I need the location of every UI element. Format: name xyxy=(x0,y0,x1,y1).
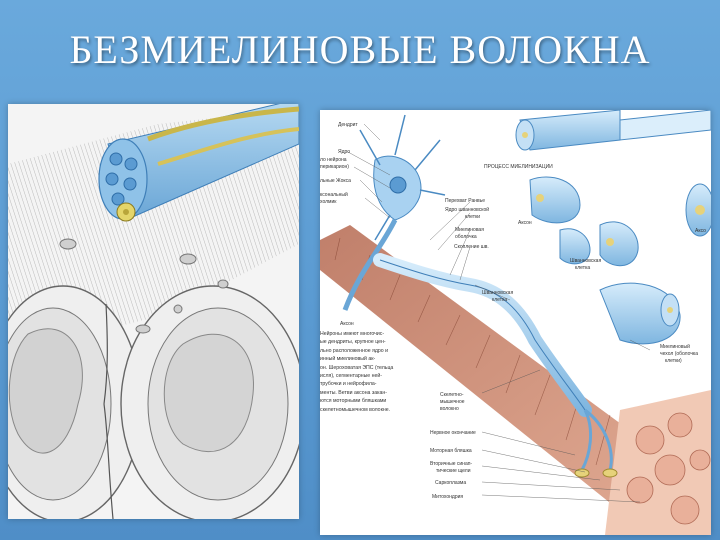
label-motor-plate: Моторная бляшка xyxy=(430,448,472,454)
label-skeletal-2: мышечное xyxy=(440,399,465,405)
label-myelin-cone-2: чехол (оболочка xyxy=(660,351,698,357)
paragraph-line: он. Шероховатая ЭПС (тельца xyxy=(320,364,394,371)
paragraph-line: трубочки и нейрофила- xyxy=(320,381,377,388)
label-schwann-cell-1: Шванновская xyxy=(570,258,601,264)
paragraph-line: менты. Ветви аксона закан- xyxy=(320,389,388,396)
label-myelin-cone-3: клетки) xyxy=(665,358,682,364)
label-sarcoplasm: Саркоплазма xyxy=(435,480,466,486)
slide-title: БЕЗМИЕЛИНОВЫЕ ВОЛОКНА xyxy=(69,27,651,72)
paragraph-line: льно расположенное ядро и xyxy=(320,347,389,354)
paragraph-line: ые дендриты, крупное цен- xyxy=(320,339,386,346)
paragraph-line: Нейроны имеют многочис- xyxy=(320,331,385,337)
label-schwann-cell-3: Шванновская xyxy=(482,290,513,296)
label-neuron-body-1: ло нейрона xyxy=(320,156,347,163)
unmyelinated-fiber-illustration xyxy=(8,104,299,519)
label-axon-hillock-1: ксональный xyxy=(320,191,348,198)
label-axon-mid: Аксон xyxy=(518,220,532,226)
label-nerve-ending: Нервное окончание xyxy=(430,430,476,436)
neuron-myelination-figure: Дендрит Ядро ло нейрона перикарион) льны… xyxy=(320,110,711,535)
label-mitochondria: Митохондрия xyxy=(432,494,463,500)
label-skeletal-1: Скелетно- xyxy=(440,392,464,398)
label-synaptic-2: тические щели xyxy=(436,468,471,474)
label-myelination-process: ПРОЦЕСС МИЕЛИНИЗАЦИИ xyxy=(484,164,553,170)
label-schwann-cell-4: клетка xyxy=(492,297,507,303)
unmyelinated-fiber-drawing xyxy=(8,104,299,519)
label-ranvier-node: Перехват Ранвье xyxy=(445,198,485,204)
label-axon-left: Аксон xyxy=(340,321,354,327)
label-schwann-nucleus-2: клетки xyxy=(465,214,480,220)
label-cluster: Скопление шв. xyxy=(454,244,489,250)
paragraph-line: скелетномышечном волокне. xyxy=(320,406,391,413)
label-schwann-cell-2: клетка xyxy=(575,265,590,271)
paragraph-line: инный миелиновый ак- xyxy=(320,356,376,363)
label-skeletal-3: волокно xyxy=(440,406,459,412)
label-synaptic-1: Вторичные синап- xyxy=(430,461,472,467)
label-neuron-body-2: перикарион) xyxy=(320,164,349,170)
label-myelin-sheath-2: оболочка xyxy=(455,234,477,240)
paragraph-line: ются моторными бляшками xyxy=(320,398,387,405)
label-myelin-cone-1: Миелиновый xyxy=(660,343,690,350)
paragraph-line: исля), сегментарные ней- xyxy=(320,373,383,380)
label-myelin-sheath-1: Миелиновая xyxy=(455,227,484,233)
description-paragraph: Нейроны имеют многочис- ые дендриты, кру… xyxy=(320,330,416,414)
label-axon-hillock-2: холмик xyxy=(320,199,337,205)
neuron-myelination-drawing: Дендрит Ядро ло нейрона перикарион) льны… xyxy=(320,110,711,535)
label-nucleus: Ядро xyxy=(338,149,350,155)
label-golgi: льные Жокса xyxy=(320,178,351,184)
label-axon-right: Аксо xyxy=(695,228,706,234)
label-schwann-nucleus-1: Ядро шванновской xyxy=(445,206,489,213)
label-dendrite: Дендрит xyxy=(338,122,358,128)
